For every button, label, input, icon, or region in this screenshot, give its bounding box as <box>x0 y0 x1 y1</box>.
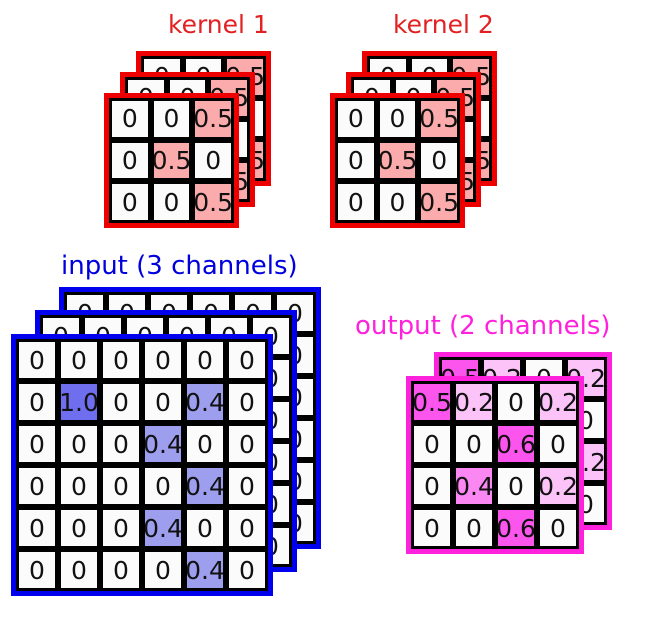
grid-cell: 0 <box>411 507 453 549</box>
grid-cell: 0 <box>537 507 579 549</box>
grid-cell: 0 <box>184 507 226 549</box>
grid-cell: 0.5 <box>411 381 453 423</box>
grid-cell: 0 <box>376 181 419 223</box>
grid-cell: 0 <box>335 139 377 182</box>
grid-cell: 0.4 <box>142 423 184 465</box>
grid-cell: 0 <box>16 549 58 591</box>
kernel-2-title: kernel 2 <box>393 10 494 39</box>
grid-cell: 0 <box>100 549 142 591</box>
grid-cell: 0.5 <box>150 139 193 182</box>
grid-cell: 0.6 <box>495 507 537 549</box>
grid-cell: 0 <box>226 465 268 507</box>
grid-cell: 0 <box>150 181 193 223</box>
grid-cell: 0 <box>16 465 58 507</box>
grid-cell: 0 <box>335 98 377 140</box>
grid-cell: 0 <box>100 339 142 381</box>
grid-cell: 0.2 <box>537 465 579 507</box>
grid-cell: 0.5 <box>192 98 234 140</box>
grid-cell: 0 <box>184 423 226 465</box>
grid-cell: 0 <box>495 381 537 423</box>
grid-cell: 0 <box>16 507 58 549</box>
grid-cell: 0.4 <box>184 465 226 507</box>
grid-cell: 0 <box>411 423 453 465</box>
grid-cell: 0 <box>495 465 537 507</box>
grid-cell: 0 <box>226 339 268 381</box>
grid-cell: 0.5 <box>418 98 460 140</box>
grid-cell: 0 <box>16 423 58 465</box>
grid-cell: 0.2 <box>537 381 579 423</box>
grid-cell: 0 <box>100 507 142 549</box>
grid-cell: 0 <box>192 139 234 182</box>
grid-cell: 0 <box>109 181 151 223</box>
output-title: output (2 channels) <box>355 311 611 341</box>
grid-cell: 0.4 <box>142 507 184 549</box>
grid-cell: 0 <box>418 139 460 182</box>
grid-cell: 0 <box>109 98 151 140</box>
input-title: input (3 channels) <box>61 251 298 281</box>
grid-cell: 0 <box>142 549 184 591</box>
kernel-1-title: kernel 1 <box>168 10 269 39</box>
grid-cell: 0 <box>16 339 58 381</box>
grid-cell: 0 <box>453 507 495 549</box>
grid-cell: 0 <box>58 549 100 591</box>
grid-cell: 0 <box>142 381 184 423</box>
grid-cell: 0 <box>58 339 100 381</box>
grid-cell: 0 <box>411 465 453 507</box>
grid-cell: 0 <box>226 549 268 591</box>
grid-cell: 0 <box>537 423 579 465</box>
grid-cell: 0 <box>376 98 419 140</box>
grid-cell: 0 <box>100 423 142 465</box>
grid-cell: 0 <box>150 98 193 140</box>
grid-cell: 0 <box>226 381 268 423</box>
grid-cell: 0.4 <box>184 549 226 591</box>
grid-cell: 0 <box>16 381 58 423</box>
grid-cell: 0 <box>100 465 142 507</box>
grid-cell: 0 <box>58 507 100 549</box>
grid-cell: 0 <box>453 423 495 465</box>
grid-cell: 0 <box>184 339 226 381</box>
grid-cell: 1.0 <box>58 381 100 423</box>
grid-cell: 0 <box>142 339 184 381</box>
grid-cell: 0.2 <box>453 381 495 423</box>
grid-cell: 0.4 <box>453 465 495 507</box>
grid-cell: 0 <box>100 381 142 423</box>
grid-cell: 0 <box>109 139 151 182</box>
grid-cell: 0 <box>226 507 268 549</box>
grid-cell: 0.4 <box>184 381 226 423</box>
grid-cell: 0.5 <box>376 139 419 182</box>
grid-cell: 0.5 <box>418 181 460 223</box>
grid-cell: 0 <box>58 423 100 465</box>
grid-cell: 0 <box>142 465 184 507</box>
grid-cell: 0 <box>335 181 377 223</box>
grid-cell: 0.5 <box>192 181 234 223</box>
grid-cell: 0 <box>226 423 268 465</box>
grid-cell: 0 <box>58 465 100 507</box>
grid-cell: 0.6 <box>495 423 537 465</box>
